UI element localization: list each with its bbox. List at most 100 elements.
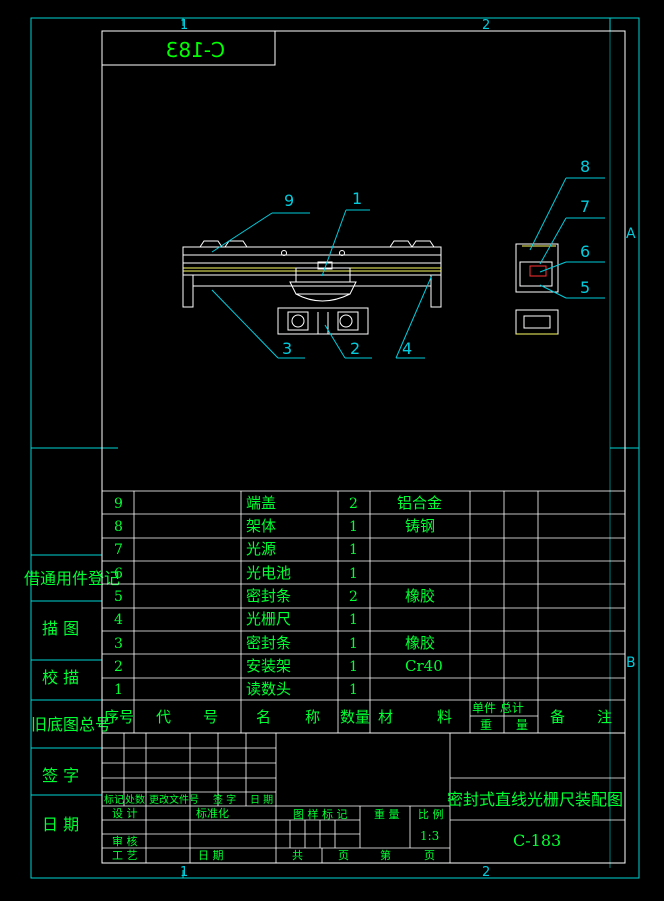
bom-header-remark: 备 注 [550, 708, 612, 726]
rev-doc-label: 更改文件号 [149, 793, 199, 806]
balloon-2: 2 [350, 339, 360, 358]
side-stamp-trace: 描 图 [42, 619, 79, 638]
bom-no: 3 [114, 636, 123, 652]
bom-table-grid [101, 490, 626, 734]
bom-row: 4 光栅尺 1 [114, 610, 358, 628]
stage-mark-label: 图 样 标 记 [293, 807, 348, 821]
rev-mark-label: 标记 [104, 794, 124, 806]
bom-row: 6 光电池 1 [114, 564, 358, 582]
side-stamp-panel [31, 554, 102, 796]
bom-row: 5 密封条 2 橡胶 [114, 587, 435, 605]
weight-label: 重 量 [374, 807, 400, 821]
bom-qty: 1 [349, 612, 358, 628]
bom-header-weight: 重 量 [480, 718, 528, 732]
section-view [515, 243, 559, 335]
title-block-grid [101, 732, 626, 864]
bom-no: 1 [114, 682, 123, 698]
outer-border [30, 17, 640, 879]
bom-header-no: 序号 [104, 708, 134, 726]
zone-bottom-2: 2 [482, 865, 490, 880]
bom-name: 密封条 [246, 587, 291, 605]
bom-no: 5 [114, 589, 123, 605]
bom-no: 7 [114, 542, 123, 558]
side-stamp-sign: 签 字 [42, 766, 79, 785]
bom-qty: 1 [349, 542, 358, 558]
bom-header-material: 材 料 [378, 708, 452, 726]
bom-qty: 1 [349, 659, 358, 675]
review-label: 审 核 [112, 834, 138, 848]
design-label: 设 计 [112, 807, 138, 820]
bom-no: 6 [114, 566, 123, 582]
bom-no: 8 [114, 519, 123, 535]
rev-date-label: 日 期 [250, 794, 273, 806]
balloon-7: 7 [580, 197, 590, 216]
bom-name: 端盖 [246, 494, 276, 512]
zone-bottom-1: 1 [180, 865, 188, 880]
page-label-2: 页 [424, 849, 435, 862]
scale-label: 比 例 [418, 807, 444, 821]
date-label: 日 期 [198, 849, 224, 862]
bom-name: 密封条 [246, 634, 291, 652]
zone-top-1: 1 [180, 18, 188, 33]
side-stamp-date: 日 期 [42, 815, 79, 834]
bom-rows: 9 端盖 2 铝合金 8 架体 1 铸钢 7 光源 1 6 光电池 1 5 密封… [114, 494, 443, 698]
total-label: 共 [292, 849, 303, 862]
balloon-9: 9 [284, 191, 294, 210]
bom-qty: 2 [349, 496, 358, 512]
balloon-5: 5 [580, 278, 590, 297]
bom-name: 光电池 [246, 564, 291, 582]
side-stamp-check: 校 描 [42, 668, 79, 687]
bom-header: 序号 代 号 名 称 数量 材 料 单件 总计 重 量 备 注 [104, 701, 612, 732]
zone-top-2: 2 [482, 18, 490, 33]
code-stamp: C-183 [166, 38, 225, 62]
scale-value: 1:3 [420, 829, 439, 843]
zone-right-b: B [626, 655, 636, 671]
bom-row: 2 安装架 1 Cr40 [114, 657, 443, 675]
bom-name: 架体 [246, 517, 276, 535]
leader-lines [211, 177, 605, 359]
bom-row: 9 端盖 2 铝合金 [114, 494, 442, 512]
bom-name: 读数头 [246, 680, 291, 698]
side-stamp-borrow: 借通用件登记 [24, 569, 120, 588]
bom-name: 光栅尺 [246, 610, 291, 628]
balloon-1: 1 [352, 189, 362, 208]
bom-name: 安装架 [246, 657, 291, 675]
bom-qty: 1 [349, 636, 358, 652]
bom-material: Cr40 [405, 657, 443, 675]
bom-no: 2 [114, 659, 123, 675]
bom-header-qty: 数量 [340, 708, 370, 726]
bom-row: 3 密封条 1 橡胶 [114, 634, 435, 652]
bom-material: 橡胶 [405, 634, 435, 652]
bom-no: 4 [114, 612, 123, 628]
bom-row: 1 读数头 1 [114, 680, 358, 698]
bom-header-code: 代 号 [156, 708, 218, 726]
balloon-8: 8 [580, 157, 590, 176]
bom-material: 铝合金 [397, 494, 442, 512]
bom-qty: 1 [349, 682, 358, 698]
drawing-code: C-183 [513, 831, 561, 850]
bom-header-name: 名 称 [256, 708, 320, 726]
process-label: 工 艺 [112, 849, 138, 862]
page-label: 页 [338, 849, 349, 862]
rev-count-label: 处数 [125, 793, 145, 806]
bom-material: 铸钢 [405, 517, 435, 535]
rev-sign-label: 签 字 [213, 793, 236, 806]
bom-qty: 1 [349, 519, 358, 535]
bom-no: 9 [114, 496, 123, 512]
bom-header-unit-total: 单件 总计 [472, 701, 524, 715]
balloon-6: 6 [580, 242, 590, 261]
side-stamp-old-no: 旧底图总号 [31, 715, 111, 734]
bom-name: 光源 [246, 540, 276, 558]
bom-qty: 1 [349, 566, 358, 582]
revision-labels: 标记 处数 更改文件号 签 字 日 期 [104, 793, 273, 806]
standard-label: 标准化 [196, 806, 229, 820]
title: 密封式直线光栅尺装配图 [447, 790, 623, 809]
code-stamp-box [101, 30, 276, 66]
balloon-4: 4 [402, 339, 412, 358]
front-view [182, 240, 442, 335]
balloon-3: 3 [282, 339, 292, 358]
bom-row: 8 架体 1 铸钢 [114, 517, 435, 535]
bom-row: 7 光源 1 [114, 540, 358, 558]
bom-qty: 2 [349, 589, 358, 605]
